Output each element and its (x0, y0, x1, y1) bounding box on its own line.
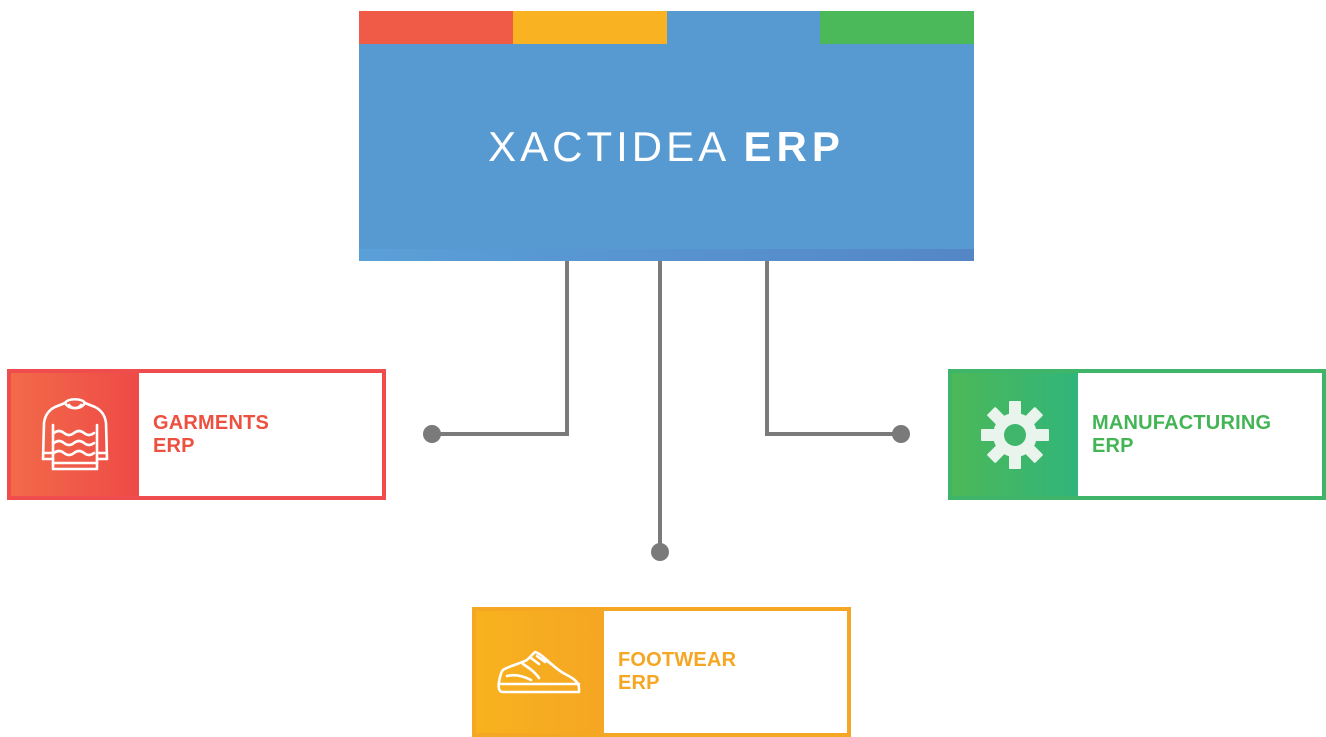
gear-icon (981, 400, 1049, 469)
strip-blue (666, 11, 821, 44)
garments-erp-card[interactable]: GARMENTS ERP (7, 369, 386, 500)
footwear-label-line2: ERP (618, 672, 660, 694)
strip-green (820, 11, 974, 44)
garments-icon-panel (11, 373, 139, 496)
erp-hub: XACTIDEA ERP (359, 11, 974, 261)
garments-label-line1: GARMENTS (153, 411, 270, 434)
hub-title-bold: ERP (743, 122, 845, 170)
connector-dot-footwear (651, 543, 669, 561)
strip-yellow (512, 11, 667, 44)
manufacturing-label-line1: MANUFACTURING (1092, 411, 1272, 434)
hub-body: XACTIDEA ERP (359, 44, 974, 249)
strip-red (359, 11, 513, 44)
manufacturing-label: MANUFACTURING ERP (1078, 373, 1271, 496)
connector-dot-garments (423, 425, 441, 443)
manufacturing-icon-panel (952, 373, 1078, 496)
manufacturing-label-line2: ERP (1092, 434, 1134, 457)
sweater-icon (41, 397, 109, 470)
footwear-icon-panel (476, 611, 604, 733)
footwear-erp-card[interactable]: FOOTWEAR ERP (472, 607, 851, 737)
hub-base (359, 249, 974, 261)
footwear-label: FOOTWEAR ERP (604, 611, 736, 733)
hub-title-light: XACTIDEA (488, 122, 728, 170)
connector-garments (432, 248, 569, 436)
hub-title: XACTIDEA ERP (488, 123, 845, 171)
garments-label-line2: ERP (153, 434, 195, 457)
color-strip (359, 11, 974, 44)
footwear-label-line1: FOOTWEAR (618, 649, 737, 671)
connector-manufacturing (765, 248, 901, 436)
manufacturing-erp-card[interactable]: MANUFACTURING ERP (948, 369, 1326, 500)
connector-dot-manufacturing (892, 425, 910, 443)
garments-label: GARMENTS ERP (139, 373, 269, 496)
shoe-icon (497, 650, 581, 694)
